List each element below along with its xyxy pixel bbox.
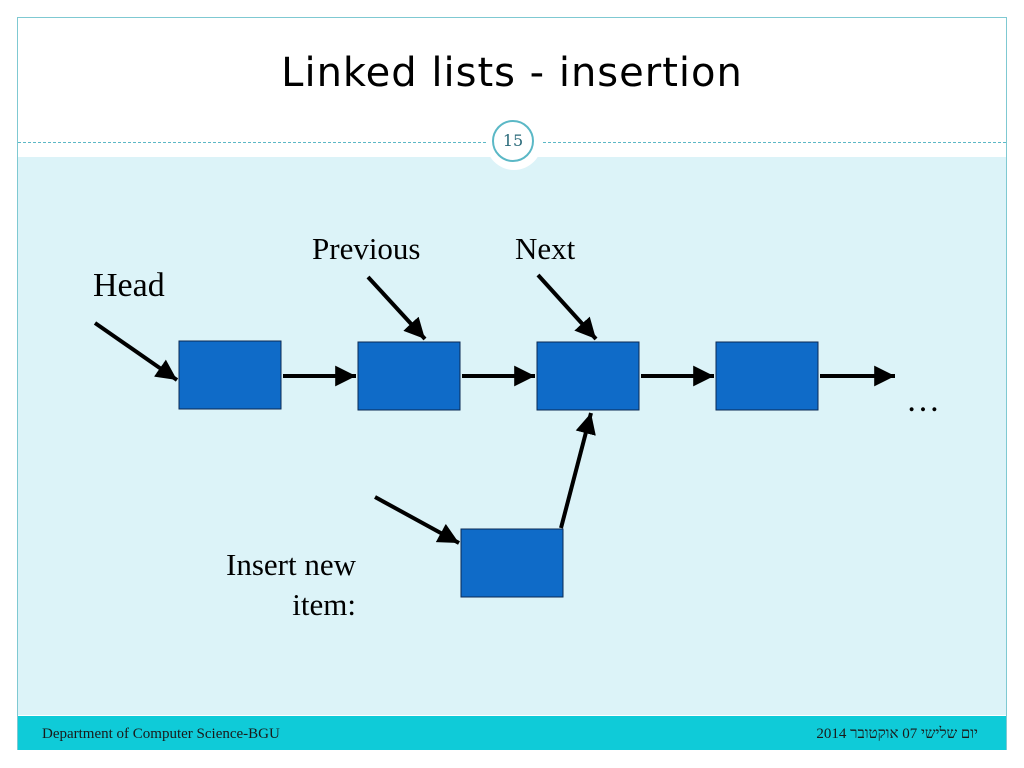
new-node bbox=[460, 528, 564, 598]
list-node-1 bbox=[178, 340, 282, 410]
new-node-link-arrow bbox=[559, 412, 596, 529]
footer-department: Department of Computer Science-BGU bbox=[42, 726, 280, 742]
insert-label-line2: item: bbox=[292, 587, 356, 622]
slide-title: Linked lists - insertion bbox=[281, 50, 743, 96]
footer-date: יום שלישי 07 אוקטובר 2014 bbox=[816, 726, 978, 742]
previous-label: Previous bbox=[312, 231, 421, 266]
head-arrow bbox=[93, 321, 179, 382]
insert-label-line1: Insert new bbox=[226, 547, 356, 582]
insert-pointer-arrow bbox=[374, 495, 460, 545]
page-number: 15 bbox=[492, 120, 534, 162]
content-area bbox=[18, 157, 1006, 715]
list-node-4 bbox=[715, 341, 819, 411]
next-arrow bbox=[536, 273, 598, 341]
footer-bar bbox=[18, 716, 1006, 750]
next-label: Next bbox=[515, 231, 576, 266]
list-node-3 bbox=[536, 341, 640, 411]
ellipsis-label: … bbox=[906, 382, 940, 419]
list-node-2 bbox=[357, 341, 461, 411]
head-label: Head bbox=[93, 267, 165, 304]
previous-arrow bbox=[366, 275, 427, 341]
